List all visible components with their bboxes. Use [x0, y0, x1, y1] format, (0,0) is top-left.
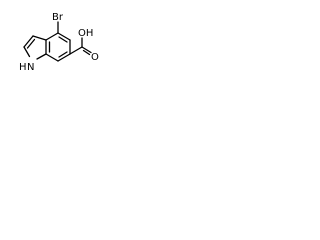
bond-c7-c7a	[45, 53, 59, 62]
double-bond-c4-c5	[58, 36, 68, 43]
bond-ccooh-o	[81, 46, 92, 54]
nitrogen-label: N	[27, 62, 34, 73]
hydroxyl-label: OH	[78, 28, 93, 39]
bond-c3a-c3	[32, 35, 47, 41]
bond-c3a-c4	[45, 32, 59, 41]
double-bond-c6-c7	[58, 51, 68, 58]
double-bond-ccooh-o	[82, 49, 91, 56]
chemical-structure: Br OH O H N	[19, 12, 99, 73]
bromine-label: Br	[52, 12, 64, 23]
bond-c2-n1	[23, 46, 31, 58]
double-bond-c3-c2	[26, 38, 36, 49]
bond-c6-c7	[57, 53, 71, 62]
nitrogen-hydrogen-label: H	[19, 62, 27, 73]
bond-c3-c2	[23, 35, 34, 48]
carbonyl-oxygen-label: O	[91, 52, 99, 63]
bond-n1-c7a	[36, 53, 47, 60]
bond-c6-ccooh	[69, 46, 83, 55]
bond-c4-c5	[57, 32, 71, 41]
